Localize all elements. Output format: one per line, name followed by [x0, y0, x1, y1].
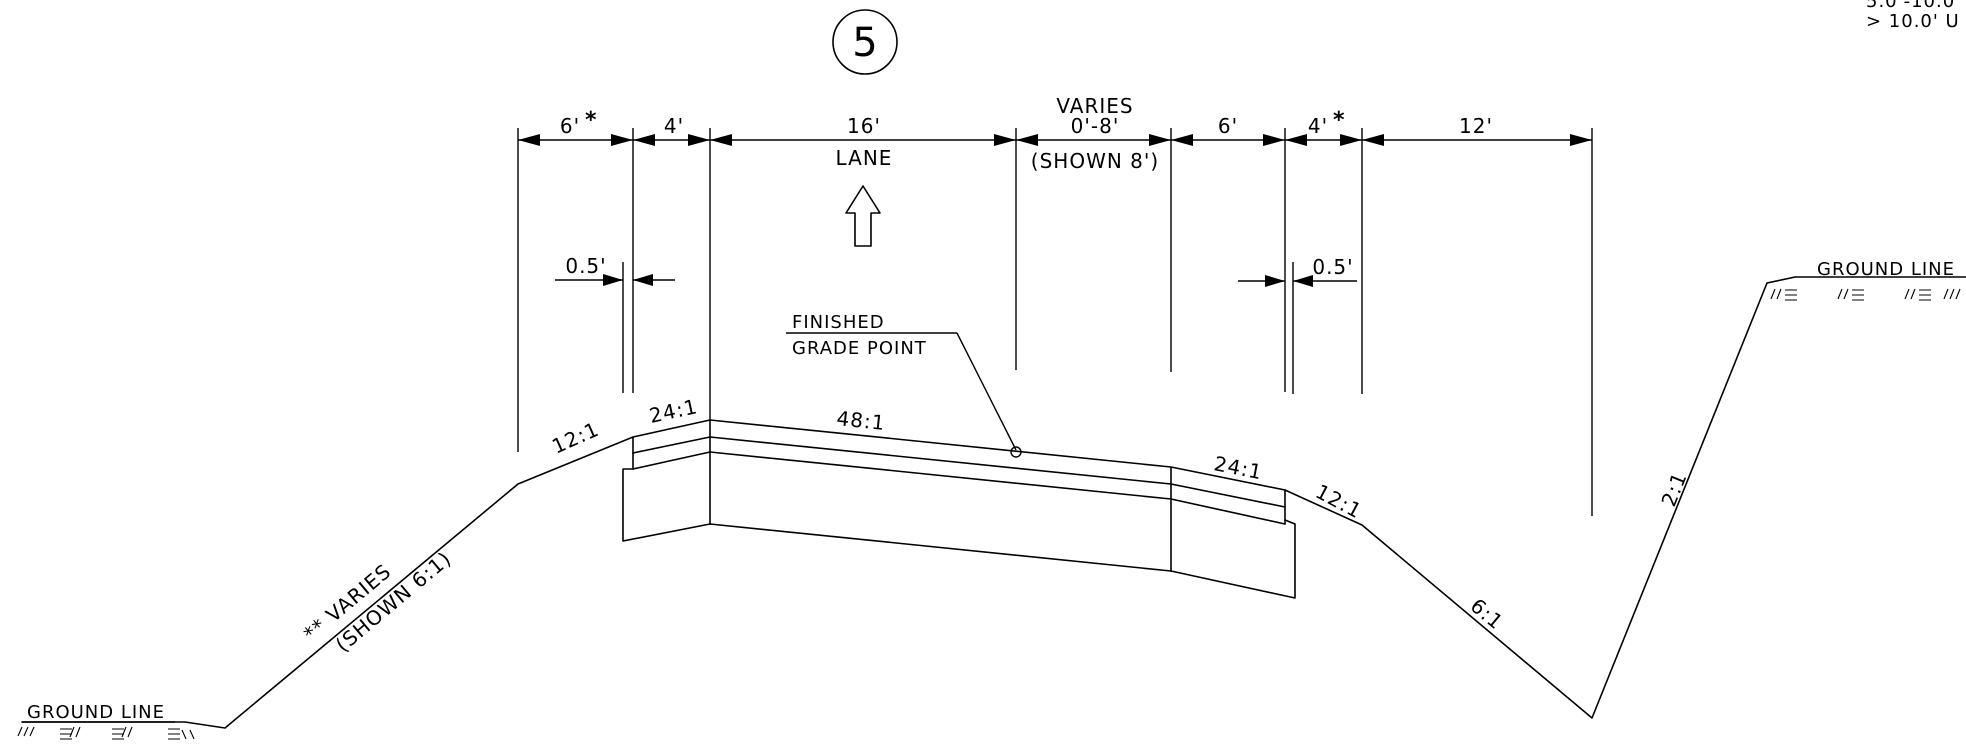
ground-line-left-label: GROUND LINE: [27, 702, 165, 723]
dim-4ft-left: 4': [664, 114, 684, 138]
ground-line-right-label: GROUND LINE: [1817, 259, 1955, 280]
dim-0-8ft: 0'-8': [1071, 114, 1120, 138]
right-offset-label: 0.5': [1312, 255, 1353, 279]
dim-6ft-left: 6': [560, 114, 580, 138]
slope-12-1-right: 12:1: [1312, 479, 1366, 523]
finished-grade-callout: FINISHED GRADE POINT: [786, 312, 1022, 458]
corner-note-line1: 5.0'-10.0: [1866, 0, 1955, 12]
extension-lines: [517, 128, 1593, 516]
dim-4ft-right: 4': [1308, 114, 1328, 138]
slope-24-1-right: 24:1: [1212, 451, 1265, 484]
section-number-badge: 5: [832, 9, 898, 75]
finished-label: FINISHED: [792, 312, 885, 333]
section-profile: [21, 276, 1796, 729]
section-circle: [832, 9, 898, 75]
left-offset-dimension: 0.5': [555, 254, 675, 286]
varies-label: VARIES: [1056, 94, 1133, 118]
corner-note-line2: > 10.0' U: [1866, 11, 1960, 32]
left-offset-label: 0.5': [565, 254, 606, 278]
slope-24-1-left: 24:1: [647, 394, 700, 428]
lane-label: LANE: [836, 146, 893, 170]
ground-hatch-right: [1770, 288, 1961, 301]
ground-hatch-left: [17, 726, 195, 740]
dim-6ft-right: 6': [1218, 114, 1238, 138]
main-dimension-line: [518, 134, 1592, 146]
asterisk-right: *: [1333, 108, 1345, 133]
section-number: 5: [852, 20, 877, 66]
slope-6-1: 6:1: [1466, 593, 1508, 634]
dim-12ft: 12': [1459, 114, 1493, 138]
dim-16ft-lane: 16': [847, 114, 881, 138]
direction-up-arrow-icon: [845, 185, 881, 247]
slope-2-1: 2:1: [1656, 468, 1691, 510]
asterisk-left: *: [585, 108, 597, 133]
slope-48-1: 48:1: [835, 406, 886, 435]
grade-point-label: GRADE POINT: [792, 338, 927, 359]
shown-8ft-label: (SHOWN 8'): [1031, 149, 1159, 173]
right-offset-dimension: 0.5': [1238, 255, 1357, 287]
